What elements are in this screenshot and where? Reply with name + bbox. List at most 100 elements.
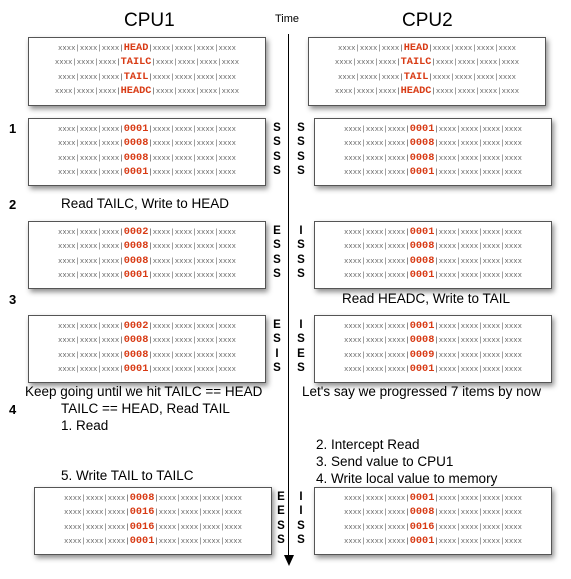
separator: |: [434, 229, 439, 237]
separator: |: [125, 495, 130, 503]
filler-text: xxxx|xxxx|xxxx: [63, 537, 126, 546]
separator: |: [434, 323, 439, 331]
filler-text: xxxx|xxxx|xxxx|xxxx: [152, 140, 236, 149]
filler-text: xxxx|xxxx|xxxx|xxxx: [152, 168, 236, 177]
cache-value: TAIL: [403, 70, 429, 83]
separator: |: [119, 73, 124, 82]
cache-value: 0008: [123, 151, 149, 164]
filler-text: xxxx|xxxx|xxxx|xxxx: [438, 495, 522, 503]
mesi-state: S: [297, 267, 305, 280]
separator: |: [434, 337, 439, 346]
separator: |: [396, 87, 401, 96]
separator: |: [434, 243, 439, 252]
cpu1-step3-row: xxxx|xxxx|xxxx|0002|xxxx|xxxx|xxxx|xxxx: [29, 319, 265, 333]
mesi-state: S: [273, 333, 281, 346]
separator: |: [434, 509, 439, 518]
cpu2-step0-row: xxxx|xxxx|xxxx|HEADC|xxxx|xxxx|xxxx|xxxx: [309, 84, 545, 98]
cpu1-step0-row: xxxx|xxxx|xxxx|HEADC|xxxx|xxxx|xxxx|xxxx: [29, 84, 265, 98]
cpu1-step4-row: xxxx|xxxx|xxxx|0001|xxxx|xxxx|xxxx|xxxx: [35, 534, 271, 548]
cache-value: 0008: [409, 137, 435, 150]
mesi-state: S: [297, 361, 305, 374]
cpu1-step2-row: xxxx|xxxx|xxxx|0008|xxxx|xxxx|xxxx|xxxx: [29, 239, 265, 253]
separator: |: [405, 140, 410, 149]
cpu2-step3-row: xxxx|xxxx|xxxx|0001|xxxx|xxxx|xxxx|xxxx: [315, 362, 551, 376]
filler-text: xxxx|xxxx|xxxx|xxxx: [152, 337, 236, 346]
cache-value: HEADC: [120, 84, 152, 97]
filler-text: xxxx|xxxx|xxxx|xxxx: [432, 45, 516, 53]
cache-value: 0001: [409, 492, 435, 504]
time-arrow-icon: [284, 555, 294, 566]
cpu2-step2-row: xxxx|xxxx|xxxx|0008|xxxx|xxxx|xxxx|xxxx: [315, 254, 551, 268]
cpu2-step1-rows: xxxx|xxxx|xxxx|0001|xxxx|xxxx|xxxx|xxxx x…: [315, 122, 551, 179]
cache-value: 0008: [409, 506, 435, 519]
separator: |: [405, 323, 410, 331]
step-4-number: 4: [9, 402, 17, 417]
cache-value: 0008: [409, 240, 435, 253]
separator: |: [119, 126, 124, 134]
separator: |: [434, 154, 439, 163]
cache-value: 0001: [129, 534, 155, 547]
separator: |: [431, 59, 436, 68]
separator: |: [148, 271, 153, 280]
cache-value: 0016: [129, 506, 155, 519]
separator: |: [148, 351, 153, 360]
separator: |: [148, 229, 153, 237]
cache-value: 0001: [409, 268, 435, 281]
cpu1-step2-row: xxxx|xxxx|xxxx|0002|xxxx|xxxx|xxxx|xxxx: [29, 225, 265, 239]
separator: |: [148, 243, 153, 252]
filler-text: xxxx|xxxx|xxxx|xxxx: [155, 59, 240, 68]
filler-text: xxxx|xxxx|xxxx: [343, 323, 406, 331]
separator: |: [119, 229, 124, 237]
cpu2-step2-row: xxxx|xxxx|xxxx|0001|xxxx|xxxx|xxxx|xxxx: [315, 268, 551, 282]
mesi-state: S: [297, 136, 305, 149]
mesi-state: S: [277, 533, 285, 546]
separator: |: [119, 45, 124, 53]
mesi-state: S: [273, 253, 281, 266]
filler-text: xxxx|xxxx|xxxx: [343, 365, 406, 374]
mesi-state: S: [273, 164, 281, 177]
filler-text: xxxx|xxxx|xxxx: [54, 59, 117, 68]
separator: |: [434, 140, 439, 149]
cpu1-step4-row: xxxx|xxxx|xxxx|0016|xxxx|xxxx|xxxx|xxxx: [35, 505, 271, 519]
mesi-state: S: [273, 361, 281, 374]
separator: |: [405, 229, 410, 237]
filler-text: xxxx|xxxx|xxxx: [57, 337, 120, 346]
separator: |: [148, 337, 153, 346]
filler-text: xxxx|xxxx|xxxx: [343, 229, 406, 237]
mesi-state: S: [273, 150, 281, 163]
cache-value: 0001: [409, 320, 435, 332]
cache-value: 0008: [409, 334, 435, 347]
cache-value: 0008: [123, 137, 149, 150]
cpu2-step4-row: xxxx|xxxx|xxxx|0001|xxxx|xxxx|xxxx|xxxx: [315, 491, 551, 505]
cpu2-header: CPU2: [402, 10, 453, 31]
separator: |: [148, 154, 153, 163]
separator: |: [396, 59, 401, 68]
filler-text: xxxx|xxxx|xxxx: [334, 87, 397, 96]
filler-text: xxxx|xxxx|xxxx|xxxx: [152, 257, 236, 266]
separator: |: [154, 495, 159, 503]
cache-value: HEAD: [403, 42, 429, 54]
filler-text: xxxx|xxxx|xxxx|xxxx: [152, 45, 236, 53]
note-keep-going: Keep going until we hit TAILC == HEAD: [25, 384, 263, 399]
filler-text: xxxx|xxxx|xxxx|xxxx: [438, 168, 522, 177]
cache-value: TAILC: [120, 56, 152, 69]
cpu2-step1-row: xxxx|xxxx|xxxx|0001|xxxx|xxxx|xxxx|xxxx: [315, 122, 551, 136]
cpu1-step3-row: xxxx|xxxx|xxxx|0008|xxxx|xxxx|xxxx|xxxx: [29, 333, 265, 347]
cache-value: 0008: [123, 254, 149, 267]
separator: |: [399, 45, 404, 53]
separator: |: [405, 537, 410, 546]
filler-text: xxxx|xxxx|xxxx|xxxx: [158, 537, 242, 546]
cache-value: HEADC: [400, 84, 432, 97]
mesi-state: S: [273, 122, 281, 134]
